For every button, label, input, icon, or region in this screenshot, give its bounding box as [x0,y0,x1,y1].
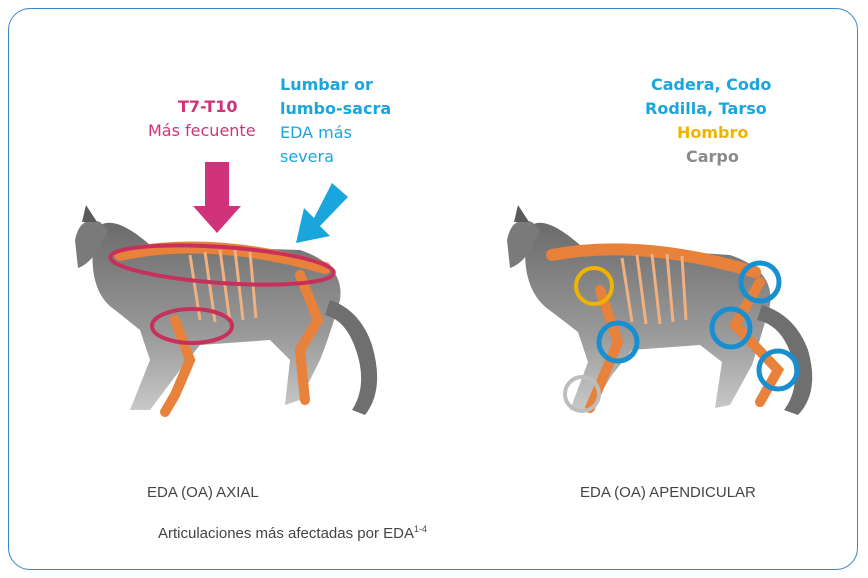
cat-right-ear [514,205,529,222]
cat-left-ear [82,205,97,222]
cat-right [507,205,812,415]
caption-footer-text: Articulaciones más afectadas por EDA [158,525,414,542]
label-lumbar-2: lumbo-sacra [280,98,391,120]
cat-left-tail [325,300,377,415]
caption-appendicular: EDA (OA) APENDICULAR [580,484,756,501]
arrow-blue [296,183,348,243]
label-shoulder: Hombro [677,122,748,144]
label-knee-tarsus: Rodilla, Tarso [645,98,767,120]
label-most-frequent: Más fecuente [148,120,256,142]
caption-footer: Articulaciones más afectadas por EDA1-4 [158,524,427,542]
arrow-magenta [193,162,241,233]
label-severity-2: severa [280,146,334,168]
label-hip-elbow: Cadera, Codo [651,74,771,96]
cat-left [75,162,377,415]
label-t7-t10: T7-T10 [178,96,238,118]
label-carpus: Carpo [686,146,739,168]
caption-footer-ref: 1-4 [414,524,427,534]
caption-axial: EDA (OA) AXIAL [147,484,259,501]
label-severity-1: EDA más [280,122,352,144]
label-lumbar-1: Lumbar or [280,74,373,96]
